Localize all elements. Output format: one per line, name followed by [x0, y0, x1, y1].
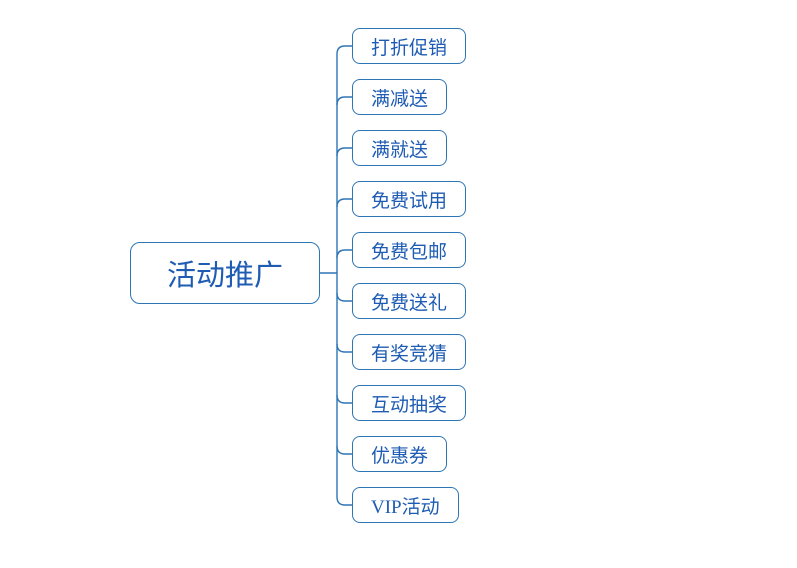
mindmap-node-label: 打折促销	[371, 37, 448, 59]
mindmap-node-label: 免费试用	[371, 190, 448, 212]
mindmap-node[interactable]: 有奖竞猜	[352, 334, 467, 370]
mindmap-node-label: 满就送	[371, 139, 429, 161]
connector-path	[336, 394, 352, 404]
connector-path	[336, 96, 352, 106]
mindmap-node[interactable]: 免费送礼	[352, 283, 467, 319]
mindmap-node-label: 免费包邮	[371, 241, 448, 263]
mindmap-node[interactable]: 满减送	[352, 79, 448, 115]
mindmap-node[interactable]: 满就送	[352, 130, 448, 166]
connector-path	[336, 147, 352, 157]
mindmap-node[interactable]: VIP活动	[352, 487, 459, 523]
mindmap-node[interactable]: 打折促销	[352, 28, 467, 64]
root-node-label: 活动推广	[166, 260, 283, 292]
connector-path	[336, 198, 352, 208]
mindmap-node-label: 互动抽奖	[371, 394, 448, 416]
mindmap-node-label: 优惠券	[371, 445, 429, 467]
mindmap-node[interactable]: 免费试用	[352, 181, 467, 217]
connector-path	[336, 292, 352, 302]
mindmap-node-label: 满减送	[371, 88, 429, 110]
mindmap-node[interactable]: 免费包邮	[352, 232, 467, 268]
root-node[interactable]: 活动推广	[130, 242, 320, 304]
mindmap-node-label: 有奖竞猜	[371, 343, 448, 365]
mindmap-node-label: 免费送礼	[371, 292, 448, 314]
connector-path	[336, 249, 352, 259]
connector-path	[336, 445, 352, 455]
mindmap-node[interactable]: 优惠券	[352, 436, 448, 472]
mindmap-node[interactable]: 互动抽奖	[352, 385, 467, 421]
connector-path	[336, 45, 352, 506]
mindmap-node-label: VIP活动	[371, 496, 440, 518]
connector-path	[336, 343, 352, 353]
